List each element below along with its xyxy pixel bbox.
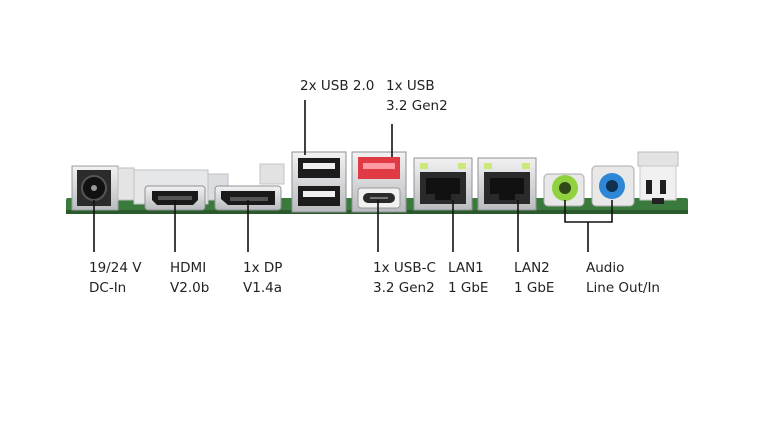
label-audio-line2: Line Out/In — [586, 280, 660, 296]
label-hdmi-line2: V2.0b — [170, 280, 210, 296]
label-hdmi: HDMI V2.0b — [170, 258, 209, 298]
label-usb2: 2x USB 2.0 — [300, 76, 374, 96]
label-usbc-line1: 1x USB-C — [373, 260, 436, 276]
lan1-port — [413, 157, 473, 211]
label-usbc-line2: 3.2 Gen2 — [373, 280, 435, 296]
label-dc-in-line1: 19/24 V — [89, 260, 142, 276]
dc-in-jack — [71, 165, 135, 211]
label-usb32-line1: 1x USB — [386, 78, 435, 94]
leader-lines — [93, 100, 613, 252]
label-lan1-line1: LAN1 — [448, 260, 484, 276]
label-usb2-line1: 2x USB 2.0 — [300, 78, 375, 94]
label-lan2-line1: LAN2 — [514, 260, 550, 276]
label-dp: 1x DP V1.4a — [243, 258, 282, 298]
label-audio-line1: Audio — [586, 260, 625, 276]
label-usbc: 1x USB-C 3.2 Gen2 — [373, 258, 436, 298]
label-lan2-line2: 1 GbE — [514, 280, 555, 296]
label-dc-in-line2: DC-In — [89, 280, 127, 296]
label-dp-line1: 1x DP — [243, 260, 283, 276]
label-hdmi-line1: HDMI — [170, 260, 207, 276]
label-dp-line2: V1.4a — [243, 280, 282, 296]
usb-c-port — [357, 187, 401, 209]
label-lan1-line2: 1 GbE — [448, 280, 489, 296]
audio-line-in-jack — [591, 165, 635, 207]
audio-line-out-jack — [543, 173, 585, 207]
label-lan1: LAN1 1 GbE — [448, 258, 488, 298]
label-usb32: 1x USB 3.2 Gen2 — [386, 76, 448, 116]
label-audio: Audio Line Out/In — [586, 258, 660, 298]
lan2-port — [477, 157, 537, 211]
displayport-port — [214, 185, 282, 211]
label-lan2: LAN2 1 GbE — [514, 258, 554, 298]
right-components — [637, 151, 679, 204]
label-dc-in: 19/24 V DC-In — [89, 258, 141, 298]
label-usb32-line2: 3.2 Gen2 — [386, 98, 448, 114]
usb2-stacked-ports — [291, 151, 347, 213]
leader-audio — [564, 200, 613, 252]
